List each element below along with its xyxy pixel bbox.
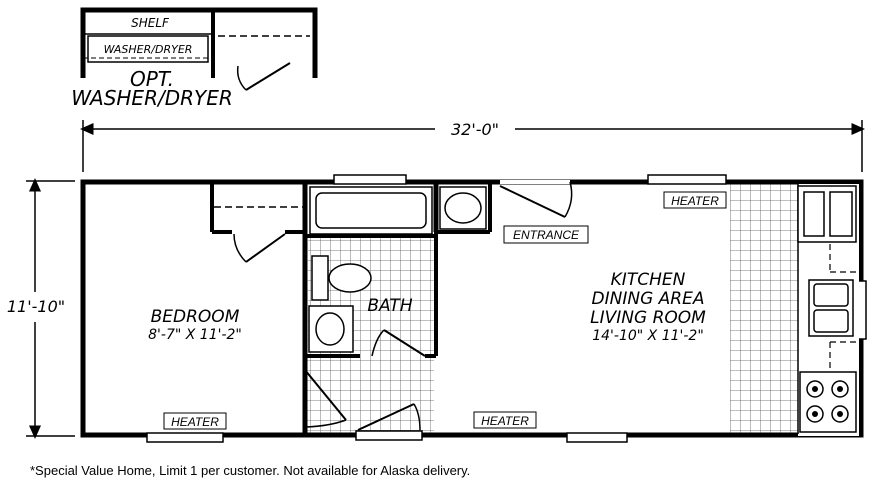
heater-label-top: HEATER: [671, 194, 719, 208]
refrigerator-door-left: [803, 191, 825, 237]
hall-tile-floor: [306, 355, 434, 435]
bedroom-size: 8'-7" X 11'-2": [148, 327, 242, 343]
closet-door-swing: [236, 65, 247, 91]
main-room-line3: LIVING ROOM: [590, 308, 706, 328]
inset-walls: [80, 7, 318, 78]
optional-washer-dryer-inset: SHELF WASHER/DRYER OPT. WASHER/DRYER: [71, 7, 318, 110]
burner-4: [831, 405, 849, 423]
rear-door: [357, 403, 415, 431]
entrance-door: [499, 185, 566, 218]
width-dimension: 32'-0": [80, 120, 865, 172]
bedroom-door: [304, 369, 347, 421]
bedroom-closet-door: [245, 233, 286, 263]
washer-dryer-label: WASHER/DRYER: [104, 43, 193, 56]
kitchen-sink: [808, 279, 854, 337]
bath-door: [383, 329, 426, 357]
main-room-line1: KITCHEN: [611, 270, 686, 290]
inset-title-line2: WASHER/DRYER: [71, 86, 233, 110]
toilet-tank: [311, 255, 329, 301]
main-room-line2: DINING AREA: [592, 289, 705, 309]
rear-door-opening: [355, 430, 423, 441]
bathtub-basin: [315, 192, 427, 229]
bedroom-label: BEDROOM 8'-7" X 11'-2": [148, 307, 242, 343]
main-room-size: 14'-10" X 11'-2": [592, 328, 704, 344]
window-bedroom: [146, 432, 224, 443]
windows: [146, 174, 867, 443]
main-room-label: KITCHEN DINING AREA LIVING ROOM 14'-10" …: [590, 270, 706, 344]
entrance-label: ENTRANCE: [513, 228, 580, 242]
window-living-top: [647, 174, 727, 185]
rear-door-swing: [413, 403, 421, 431]
bathtub: [309, 186, 433, 235]
width-dimension-label: 32'-0": [451, 120, 499, 139]
entrance-tag: ENTRANCE: [503, 225, 589, 244]
heater-tag-living: HEATER: [473, 411, 537, 429]
shelf-label: SHELF: [131, 16, 170, 30]
burner-3: [806, 405, 824, 423]
bedroom-name: BEDROOM: [151, 307, 240, 327]
bedroom-closet-door-swing: [233, 233, 247, 263]
refrigerator: [797, 185, 857, 243]
heater-tag-top: HEATER: [663, 191, 727, 209]
heater-label-bedroom: HEATER: [171, 415, 219, 429]
window-bath: [333, 174, 407, 185]
burner-center-2: [837, 386, 843, 392]
depth-dimension: 11'-10": [7, 178, 75, 439]
water-heater-closet: [439, 186, 487, 230]
toilet-bowl: [328, 263, 372, 293]
burner-center-1: [812, 386, 818, 392]
window-living-bottom: [566, 432, 628, 443]
bedroom-door-swing: [305, 419, 347, 428]
closet-door: [245, 62, 291, 91]
footnote: *Special Value Home, Limit 1 per custome…: [30, 463, 471, 478]
burner-1: [806, 380, 824, 398]
heater-label-living: HEATER: [481, 414, 529, 428]
interior-walls: [210, 182, 492, 435]
burner-center-3: [812, 411, 818, 417]
sink-basin-1: [813, 283, 849, 307]
sink-basin-2: [813, 309, 849, 333]
bath-name: BATH: [367, 296, 412, 316]
burner-center-4: [837, 411, 843, 417]
range: [799, 371, 857, 433]
heater-tag-bedroom: HEATER: [163, 412, 227, 430]
burner-2: [831, 380, 849, 398]
entrance-door-swing: [564, 181, 573, 218]
bath-door-swing: [371, 329, 385, 357]
refrigerator-door-right: [829, 191, 853, 237]
depth-dimension-label: 11'-10": [7, 297, 65, 316]
inset-title-line1: OPT.: [130, 67, 174, 91]
water-heater: [444, 192, 482, 224]
bath-sink: [315, 312, 345, 346]
